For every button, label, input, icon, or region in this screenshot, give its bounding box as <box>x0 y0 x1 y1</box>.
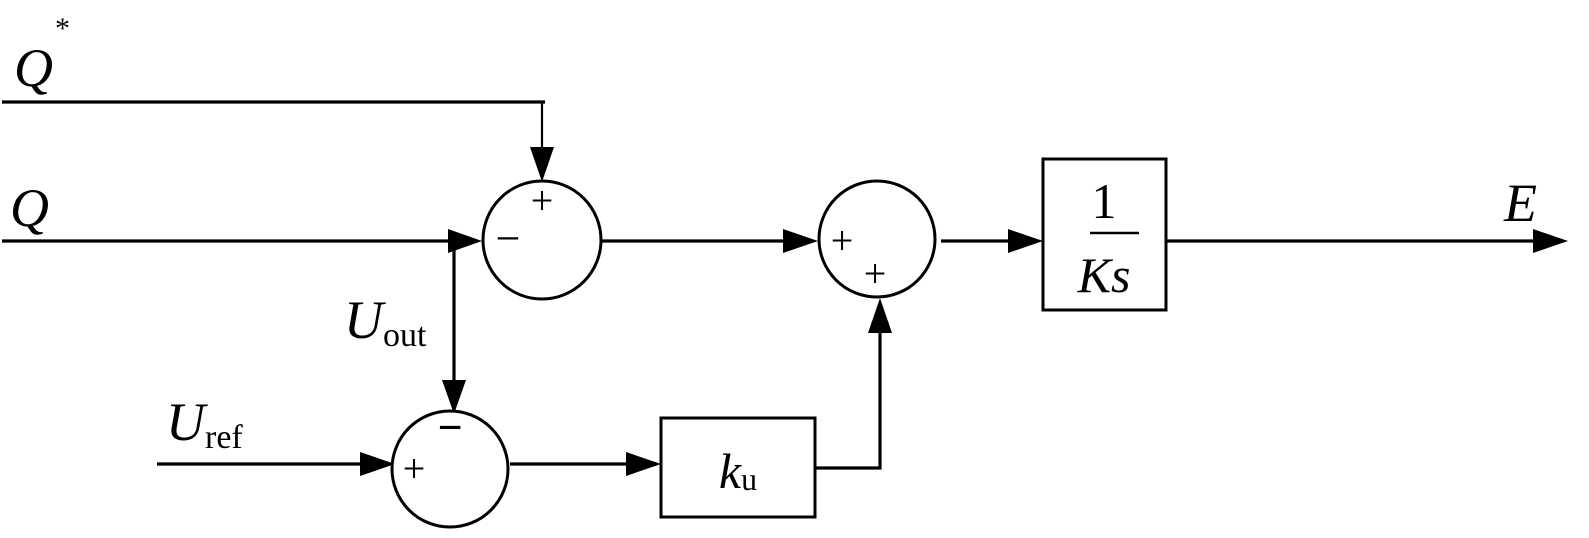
e-label: E <box>1503 173 1537 233</box>
q-label: Q <box>10 178 49 238</box>
sum3-sign-top: − <box>437 403 462 452</box>
gain-to-sum2-arrowhead <box>868 298 892 333</box>
integrator-block: 1 Ks <box>1041 157 1168 312</box>
u-out-arrowhead <box>442 380 466 414</box>
u-ref-arrowhead <box>360 452 395 476</box>
gain-label: ku <box>719 443 757 499</box>
sum2-sign-left: + <box>831 218 854 263</box>
sum2-sign-bottom: + <box>864 251 887 296</box>
u-out-label: Uout <box>344 290 427 354</box>
integrator-denominator: Ks <box>1077 247 1131 303</box>
integrator-numerator: 1 <box>1092 173 1117 229</box>
sum1-sign-top: + <box>531 178 554 223</box>
gain-block: ku <box>659 416 817 519</box>
summing-junction-3: + − <box>390 403 510 529</box>
q-star-label: Q* <box>14 12 70 98</box>
u-ref-label: Uref <box>166 392 243 456</box>
q-star-arrowhead <box>530 147 554 182</box>
e-arrowhead <box>1533 229 1568 253</box>
sum1-sign-left: − <box>496 214 521 263</box>
sum2-to-integrator-arrowhead <box>1008 229 1043 253</box>
gain-to-sum2-line <box>815 330 882 470</box>
sum3-to-gain-arrowhead <box>626 452 661 476</box>
q-arrowhead <box>448 229 482 253</box>
summing-junction-1: + − <box>481 178 603 301</box>
summing-junction-2: + + <box>817 179 937 299</box>
sum1-to-sum2-arrowhead <box>783 229 818 253</box>
sum3-sign-left: + <box>403 446 426 491</box>
